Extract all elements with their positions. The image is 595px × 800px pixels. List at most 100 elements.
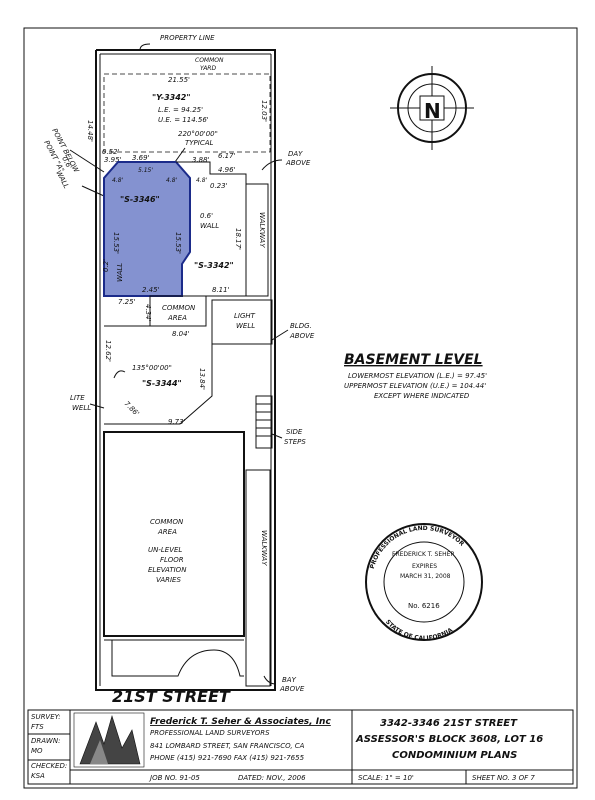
unit-y3342-dim-top: 21.55' (168, 76, 190, 84)
firm-address: 841 LOMBARD STREET, SAN FRANCISCO, CA (150, 742, 305, 750)
seal-license: No. 6216 (408, 602, 440, 610)
unit-s3346-name: "S-3346" (120, 195, 160, 204)
survey-label: SURVEY: (31, 713, 61, 721)
unit-s3346-area[interactable] (103, 161, 191, 297)
unit-s3346-wall-02: 0.2' (102, 259, 110, 272)
property-line-label: PROPERTY LINE (160, 34, 215, 42)
level-line1: LOWERMOST ELEVATION (L.E.) = 97.45' (348, 372, 487, 380)
walkway-upper: WALKWAY (258, 212, 266, 248)
level-heading: BASEMENT LEVEL LOWERMOST ELEVATION (L.E.… (344, 352, 487, 400)
north-label: N (424, 99, 441, 123)
unit-s3346-wall-02-label: WALL (116, 263, 124, 282)
title-block: SURVEY: FTS DRAWN: MO CHECKED: KSA Frede… (27, 709, 574, 785)
angle-typical-label: TYPICAL (185, 139, 214, 147)
surveyor-seal: PROFESSIONAL LAND SURVEYOR STATE OF CALI… (365, 523, 483, 642)
unit-y3342-dim-right: 12.03' (260, 100, 268, 122)
dim-48-c: 4.8' (196, 177, 208, 184)
day-above-label-2: ABOVE (285, 159, 311, 167)
wall-06-left-label: WALL (54, 169, 70, 190)
drawn-value: MO (31, 747, 43, 755)
dim-052: 0.52' (102, 148, 120, 156)
dim-725: 7.25' (118, 298, 136, 306)
dim-388: 3.88' (192, 156, 210, 164)
bay-entrance (111, 640, 244, 677)
walkway-lower: WALKWAY (260, 530, 268, 566)
lite-well: LITE (70, 394, 85, 402)
bldg-above: BLDG. (290, 322, 312, 330)
unit-y3342-outline (103, 73, 271, 153)
bldg-above-2: ABOVE (289, 332, 315, 340)
common-area-main-6: VARIES (156, 576, 181, 584)
firm-sub: PROFESSIONAL LAND SURVEYORS (150, 729, 270, 737)
dim-1262: 12.62' (104, 340, 112, 362)
s3344-angle: 135°00'00" (132, 364, 172, 372)
project-line2: ASSESSOR'S BLOCK 3608, LOT 16 (355, 734, 543, 745)
firm-phone: PHONE (415) 921-7690 FAX (415) 921-7655 (150, 754, 305, 762)
common-area-small: COMMON (162, 304, 196, 312)
dim-515: 5.15' (138, 167, 153, 174)
side-steps-label-2: STEPS (284, 438, 306, 446)
sheet-no: SHEET NO. 3 OF 7 (472, 774, 535, 782)
common-area-main-4: FLOOR (160, 556, 184, 564)
drawn-label: DRAWN: (31, 737, 60, 745)
side-steps (255, 395, 273, 449)
common-area-main-1: COMMON (150, 518, 184, 526)
light-well: LIGHT (234, 312, 256, 320)
dim-369: 3.69' (132, 154, 150, 162)
unit-s3344-name: "S-3344" (142, 379, 182, 388)
wall-06-right: 0.6' (200, 212, 213, 220)
level-line3: EXCEPT WHERE INDICATED (374, 392, 470, 400)
level-title: BASEMENT LEVEL (344, 352, 483, 368)
plan-drawing: PROPERTY LINE COMMON YARD 21.55' "Y-3342… (42, 34, 315, 706)
dim-1384: 13.84' (198, 368, 206, 390)
dated: DATED: NOV., 2006 (238, 774, 306, 782)
dim-395: 3.95' (104, 156, 122, 164)
firm-logo (73, 712, 145, 768)
seal-expires-date: MARCH 31, 2008 (400, 573, 451, 580)
dim-023: 0.23' (210, 182, 228, 190)
dim-804: 8.04' (172, 330, 190, 338)
common-area-main-5: ELEVATION (148, 566, 187, 574)
firm-name: Frederick T. Seher & Associates, Inc (150, 717, 331, 727)
dim-48-b: 4.8' (166, 177, 178, 184)
unit-s3342-bottom: 8.11' (212, 286, 230, 294)
side-steps-label: SIDE (286, 428, 303, 436)
unit-y3342-le: L.E. = 94.25' (158, 106, 203, 114)
dim-434: 4.34' (144, 304, 152, 322)
lite-well-2: WELL (72, 404, 91, 412)
unit-y3342-dim-left: 14.48' (86, 120, 94, 142)
unit-y3342-ue: U.E. = 114.56' (158, 116, 209, 124)
common-yard-label-2: YARD (200, 65, 216, 72)
unit-s3346-dim-left: 15.53' (112, 232, 120, 254)
survey-value: FTS (31, 723, 44, 731)
checked-label: CHECKED: (31, 762, 67, 770)
property-line (95, 49, 276, 691)
wall-06-right-label: WALL (200, 222, 219, 230)
project-line3: CONDOMINIUM PLANS (392, 750, 517, 761)
dim-786: 7.86' (123, 400, 141, 418)
dim-48-a: 4.8' (112, 177, 124, 184)
level-line2: UPPERMOST ELEVATION (U.E.) = 104.44' (344, 382, 486, 390)
unit-s3346-dim-right: 15.53' (174, 232, 182, 254)
common-yard-label: COMMON (195, 57, 224, 64)
angle-typical: 220°00'00" (178, 130, 218, 138)
seal-name: FREDERICK T. SEHER (392, 551, 455, 558)
light-well-2: WELL (236, 322, 255, 330)
dim-496: 4.96' (218, 166, 236, 174)
north-arrow-icon: N (390, 66, 474, 150)
checked-value: KSA (31, 772, 45, 780)
unit-s3346-dim-bottom: 2.45' (142, 286, 160, 294)
job-no: JOB NO. 91-05 (148, 774, 200, 782)
street-label: 21ST STREET (112, 687, 231, 706)
day-above-label: DAY (288, 150, 303, 158)
common-area-main-3: UN-LEVEL (148, 546, 182, 554)
unit-s3342-name: "S-3342" (194, 261, 234, 270)
scale: SCALE: 1" = 10' (358, 774, 414, 782)
unit-s3342-dim: 18.17' (234, 228, 242, 250)
project-line1: 3342-3346 21ST STREET (380, 718, 518, 729)
common-area-main-2: AREA (157, 528, 177, 536)
common-area-small-2: AREA (167, 314, 187, 322)
dim-617: 6.17' (218, 152, 236, 160)
sheet-border (23, 27, 578, 789)
